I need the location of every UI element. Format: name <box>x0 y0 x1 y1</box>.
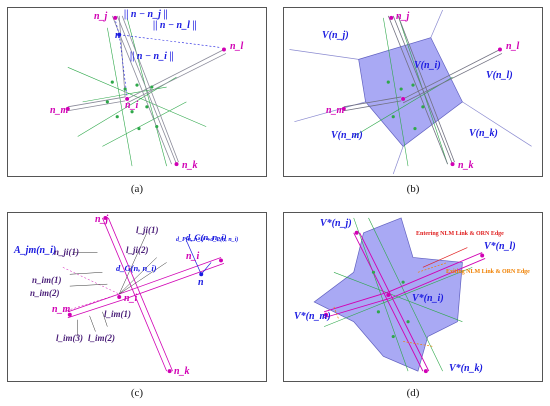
caption-a: (a) <box>130 183 144 195</box>
caption-b: (b) <box>406 183 420 195</box>
label-dp: d_P(n, n_i) = d_P(n, n_i) <box>176 237 239 243</box>
node-label-ni: n_i <box>124 293 138 304</box>
panel-a-diagram <box>65 15 227 167</box>
node-label-nl: n_l <box>506 41 520 52</box>
label-nji1: n_ji(1) <box>54 247 80 257</box>
panel-b-diagram <box>289 9 532 175</box>
node-label-nk: n_k <box>458 160 474 171</box>
panel-d: V*(n_j) Entering NLM Link & ORN Edge V*(… <box>283 212 543 382</box>
distance-label-ni: || n − n_i || <box>130 51 174 62</box>
node-label-ni-right: n_i <box>186 251 200 262</box>
node-label-nj: n_j <box>95 214 109 225</box>
node-label-nk: n_k <box>182 160 198 171</box>
caption-d: (d) <box>406 387 420 399</box>
legend-exiting-edge: Exiting NLM Link & ORN Edge <box>446 269 530 275</box>
node-label-nk: n_k <box>174 366 190 377</box>
legend-entering-edge: Entering NLM Link & ORN Edge <box>416 231 504 237</box>
node-label-nm: n_m <box>50 105 69 116</box>
panel-d-diagram <box>313 217 486 374</box>
node-label-ni: n_i <box>125 100 139 111</box>
voronoi-label-nl: V(n_l) <box>486 70 513 81</box>
point-label-n: n <box>198 277 204 288</box>
caption-c: (c) <box>130 387 144 399</box>
node-label-nj: n_j <box>396 11 410 22</box>
label-lim3: l_im(3) <box>56 333 83 343</box>
panel-c-diagram <box>62 215 225 374</box>
label-nim2: n_im(2) <box>30 288 60 298</box>
voronoi-star-label-nk: V*(n_k) <box>449 363 483 374</box>
panel-b: n_j V(n_j) n_l V(n_i) V(n_l) n_m V(n_m) … <box>283 7 543 177</box>
panel-c: n_j l_ji(1) A_jm(n_i) n_ji(1) l_ji(2) d_… <box>7 212 267 382</box>
voronoi-label-nj: V(n_j) <box>322 30 349 41</box>
label-lji2: l_ji(2) <box>126 245 149 255</box>
voronoi-label-nm: V(n_m) <box>331 130 363 141</box>
voronoi-star-label-nj: V*(n_j) <box>320 218 352 229</box>
voronoi-star-label-ni: V*(n_i) <box>412 293 444 304</box>
label-nim1: n_im(1) <box>32 275 62 285</box>
label-lji1: l_ji(1) <box>136 225 159 235</box>
voronoi-label-ni: V(n_i) <box>414 60 441 71</box>
node-label-nm: n_m <box>52 304 71 315</box>
voronoi-label-nk: V(n_k) <box>469 128 498 139</box>
node-label-nm: n_m <box>326 105 345 116</box>
voronoi-star-label-nm: V*(n_m) <box>294 311 331 322</box>
label-lim2: l_im(2) <box>88 333 115 343</box>
panel-a: n_j || n − n_j || n || n − n_l || n_l ||… <box>7 7 267 177</box>
voronoi-star-label-nl: V*(n_l) <box>484 241 516 252</box>
distance-label-nj: || n − n_j || <box>124 9 168 20</box>
label-dg-lower: d_G(n, n_i) <box>116 263 157 273</box>
label-lim1: l_im(1) <box>104 309 131 319</box>
distance-label-nl: || n − n_l || <box>153 20 197 31</box>
point-label-n: n <box>115 30 121 41</box>
label-ajm: A_jm(n_i) <box>14 245 57 256</box>
node-label-nj: n_j <box>94 11 108 22</box>
node-label-nl: n_l <box>230 41 244 52</box>
label-dg: d_G(n, n_i) <box>186 232 227 242</box>
